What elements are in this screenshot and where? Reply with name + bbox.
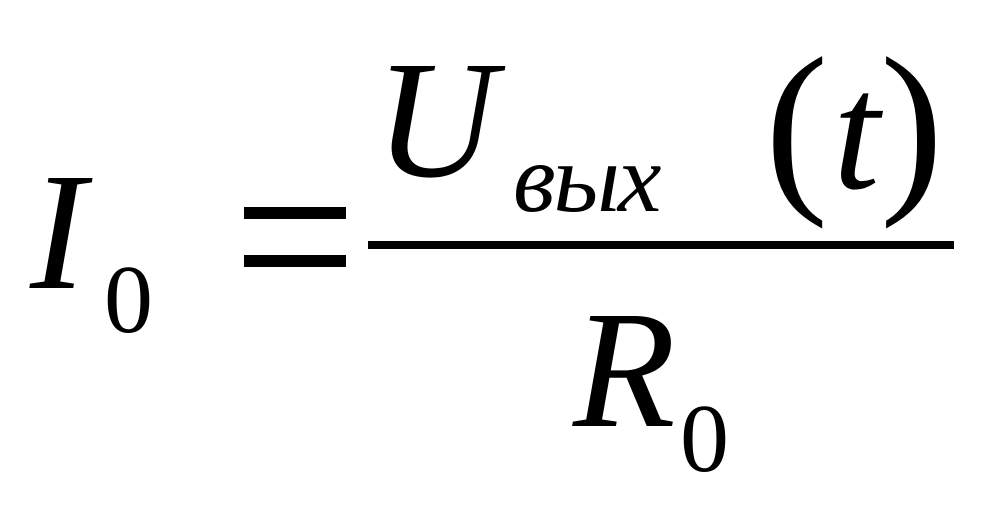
fraction-bar — [368, 241, 954, 249]
close-parenthesis: ) — [880, 20, 944, 230]
open-parenthesis: ( — [765, 20, 829, 230]
numerator-subscript: вых — [513, 125, 661, 233]
numerator-argument: t — [833, 39, 880, 225]
equals-sign-top-bar — [244, 207, 346, 219]
denominator-subscript: 0 — [680, 385, 729, 493]
numerator-variable: U — [375, 27, 497, 213]
equals-sign-bottom-bar — [244, 255, 346, 267]
lhs-variable: I — [30, 139, 86, 325]
lhs-subscript: 0 — [104, 246, 153, 354]
denominator-variable: R — [573, 277, 676, 463]
